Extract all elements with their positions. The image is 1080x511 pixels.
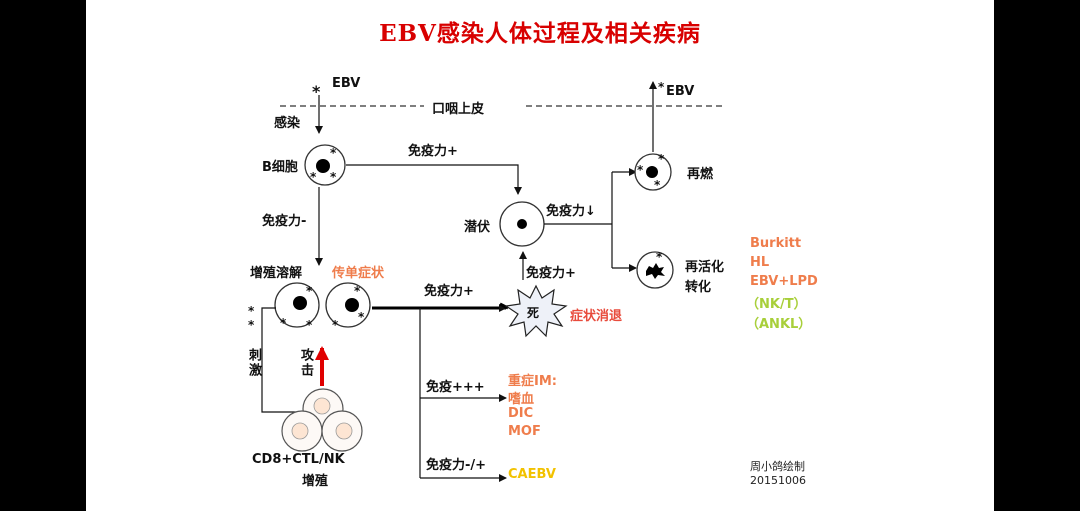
severe-im: 重症IM: <box>508 374 557 389</box>
death-starburst <box>504 284 568 338</box>
virus-star: * <box>306 284 313 298</box>
disease-hl: HL <box>750 255 770 270</box>
b-cell-nucleus <box>316 159 330 173</box>
virus-star: * <box>332 318 339 332</box>
transform-cell-nucleus <box>646 263 665 279</box>
ctl-prolif-label: 增殖 <box>302 474 329 489</box>
immune-plus-label-top: 免疫力+ <box>408 144 458 159</box>
severe-dic: DIC <box>508 406 534 421</box>
virus-star: * <box>658 152 665 166</box>
reburn-cell-nucleus <box>646 166 658 178</box>
reactivate-label-2: 转化 <box>685 280 712 295</box>
disease-caebv: CAEBV <box>508 467 556 482</box>
virus-star: * <box>654 178 661 192</box>
immune-mp-label: 免疫力-/+ <box>426 458 487 473</box>
immune-plus-arrow-latent <box>346 164 522 195</box>
ebv-label-top: EBV <box>332 76 361 91</box>
ebv-star-top: * <box>312 82 321 101</box>
immune-down-label: 免疫力↓ <box>546 204 596 219</box>
immune-ppp-label: 免疫+++ <box>426 380 485 395</box>
attack-label: 攻击 <box>298 348 313 378</box>
prolif-lysis-label: 增殖溶解 <box>250 266 303 281</box>
immune-minus-label: 免疫力- <box>262 214 307 229</box>
signature-author: 周小鸽绘制 <box>750 460 805 473</box>
symptom-resolve-label: 症状消退 <box>570 309 623 324</box>
stimulate-bracket <box>261 307 300 413</box>
latent-cell-nucleus <box>517 219 527 229</box>
virus-star: * <box>656 250 663 264</box>
virus-star: * <box>280 316 287 330</box>
reactivate-label-1: 再活化 <box>685 260 725 275</box>
infect-label: 感染 <box>274 116 301 131</box>
disease-ebv-lpd: EBV+LPD <box>750 274 818 289</box>
immune-plus-label-up: 免疫力+ <box>526 266 576 281</box>
flow-diagram-graphics <box>261 81 726 482</box>
ebv-star-right: * <box>658 80 665 94</box>
virus-star: * <box>306 318 313 332</box>
virus-star: * <box>358 310 365 324</box>
latent-label: 潜伏 <box>464 220 491 235</box>
virus-star: * <box>354 284 361 298</box>
slide: EBV感染人体过程及相关疾病 * EBV * EBV 口咽上皮 感染 B细胞 *… <box>86 0 994 511</box>
ctl-label: CD8+CTL/NK <box>252 452 345 467</box>
stimulate-label: 刺激 <box>246 348 261 378</box>
lysis-cell-left-nucleus <box>293 296 307 310</box>
virus-star: * <box>637 163 644 177</box>
epithelium-label: 口咽上皮 <box>432 102 485 117</box>
immune-plus-label-main: 免疫力+ <box>424 284 474 299</box>
disease-ankl: （ANKL） <box>746 317 812 332</box>
lysis-cell-right-nucleus <box>345 298 359 312</box>
im-symptom-label: 传单症状 <box>332 266 385 281</box>
death-label: 死 <box>527 306 540 320</box>
signature-date: 20151006 <box>750 474 806 487</box>
ebv-label-right: EBV <box>666 84 695 99</box>
stars-left: * <box>248 304 255 318</box>
virus-star: * <box>330 146 337 160</box>
page-title: EBV感染人体过程及相关疾病 <box>379 20 701 47</box>
virus-star: * <box>310 170 317 184</box>
disease-nkt: （NK/T） <box>746 297 807 312</box>
severe-mof: MOF <box>508 424 541 439</box>
disease-burkitt: Burkitt <box>750 236 802 251</box>
stars-left: * <box>248 318 255 332</box>
reburn-label: 再燃 <box>687 167 714 182</box>
virus-star: * <box>330 170 337 184</box>
b-cell-label: B细胞 <box>262 160 298 175</box>
severe-hlh: 嗜血 <box>508 392 535 407</box>
